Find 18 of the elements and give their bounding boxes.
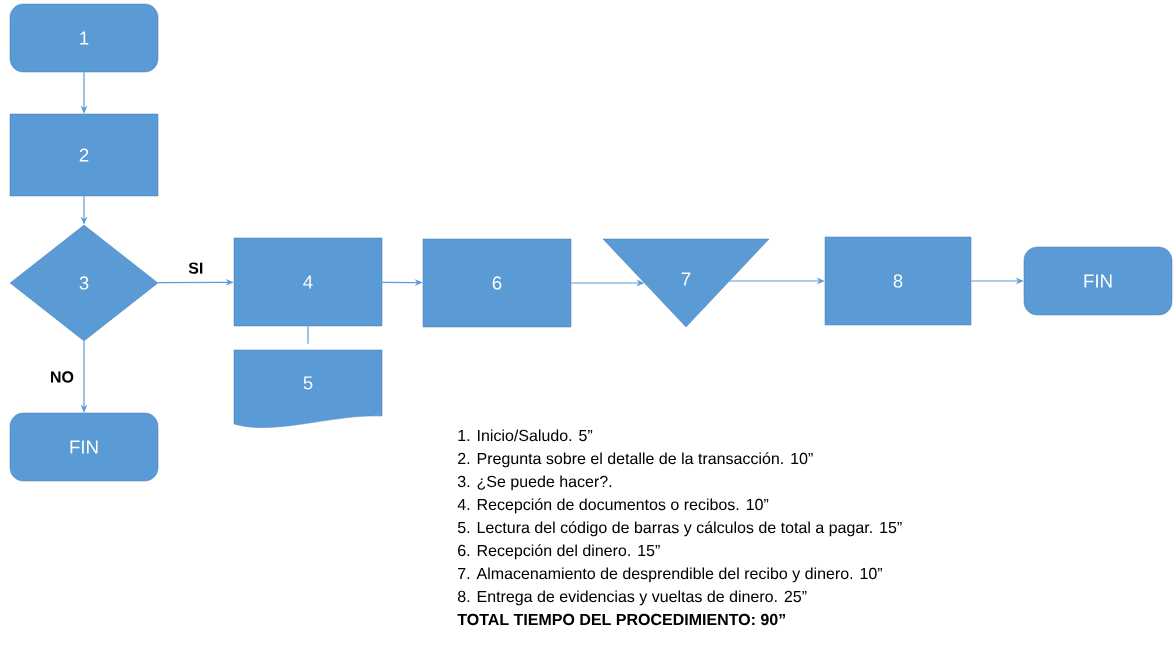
list-item: 8. Entrega de evidencias y vueltas de dinero. 25” bbox=[457, 590, 807, 606]
process-box: 4 bbox=[233, 237, 383, 327]
list-item: 1. Inicio/Saludo. 5” bbox=[458, 429, 593, 442]
list-item: 6. Recepción del dinero. 15” bbox=[458, 544, 660, 560]
list-item: 3. ¿Se puede hacer?. bbox=[457, 475, 612, 491]
rounded-box: FIN bbox=[1023, 246, 1173, 316]
rounded-box: 1 bbox=[9, 3, 159, 73]
list-item: TOTAL TIEMPO DEL PROCEDIMIENTO: 90” bbox=[457, 613, 785, 626]
list-item: 7. Almacenamiento de desprendible del recibo y dinero. 10” bbox=[458, 567, 883, 583]
process-box: 8 bbox=[824, 236, 972, 326]
list-item: 2. Pregunta sobre el detalle de la transacción. 10” bbox=[458, 452, 813, 468]
edge-label: NO bbox=[51, 371, 74, 383]
edge-label: SI bbox=[188, 262, 203, 274]
process-box: 6 bbox=[422, 238, 572, 328]
list-item: 5. Lectura del código de barras y cálculos de total a pagar. 15” bbox=[457, 521, 902, 537]
list-item: 4. Recepción de documentos o recibos. 10” bbox=[457, 498, 769, 514]
process-box: 2 bbox=[9, 113, 159, 197]
rounded-box: FIN bbox=[9, 412, 159, 482]
